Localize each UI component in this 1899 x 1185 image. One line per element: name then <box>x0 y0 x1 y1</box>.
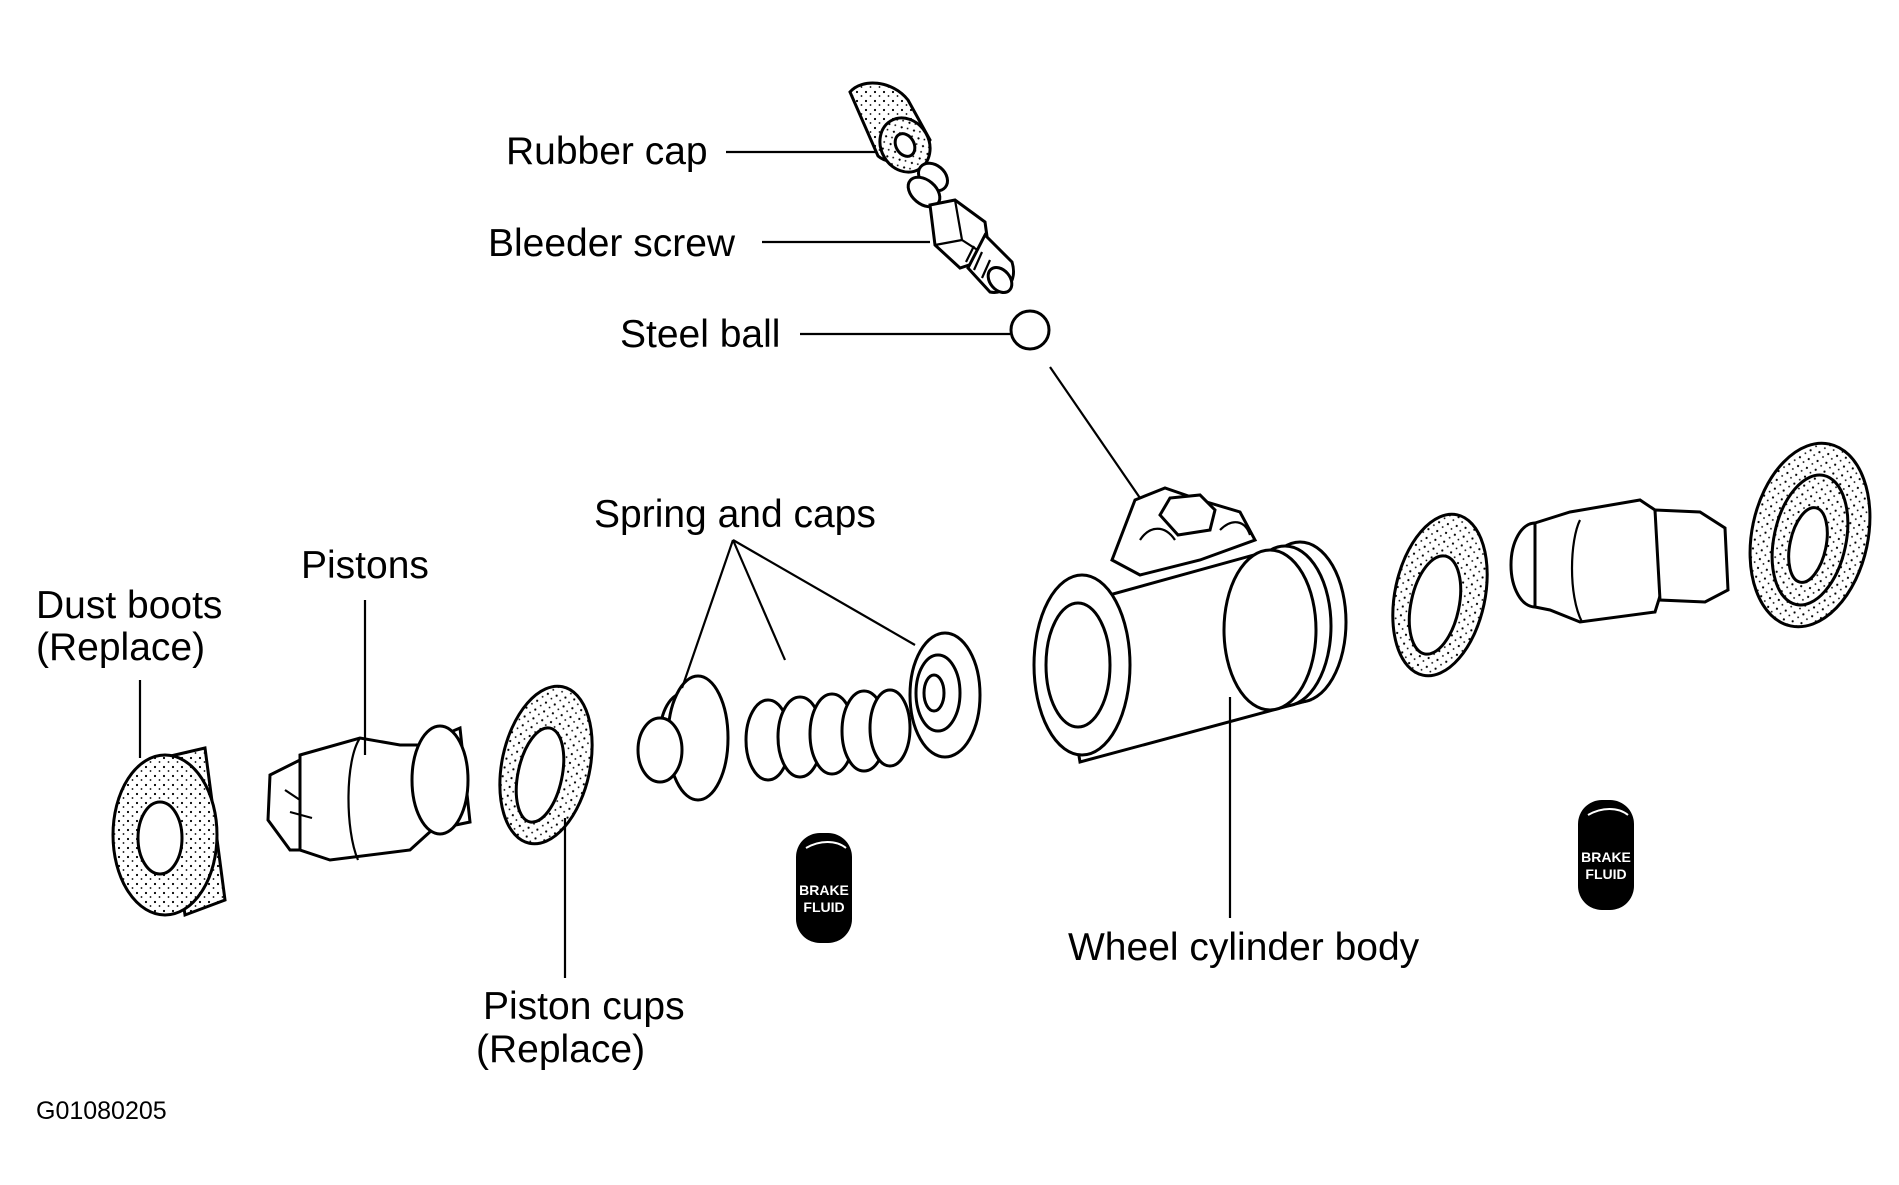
rubber-cap-label: Rubber cap <box>506 130 708 173</box>
spring-part <box>744 688 912 782</box>
bottle-text-line1: BRAKE <box>799 882 849 898</box>
wheel-cylinder-body-part <box>1032 486 1348 764</box>
rubber-cap-part <box>848 81 932 174</box>
figure-code: G01080205 <box>36 1097 167 1125</box>
bottle-text-line2: FLUID <box>1585 866 1626 882</box>
right-dust-boot-part <box>1748 441 1872 629</box>
piston-cups-label-line1: Piston cups <box>483 985 685 1028</box>
bleeder-screw-part <box>906 161 1015 295</box>
left-dust-boot-part <box>111 746 227 918</box>
pistons-label: Pistons <box>301 544 429 587</box>
piston-cups-label-line2: (Replace) <box>476 1028 645 1071</box>
spring-cap-right-part <box>908 631 982 759</box>
brake-fluid-bottle-right: BRAKE FLUID <box>1578 800 1634 910</box>
spring-caps-leader-2 <box>731 539 787 661</box>
bottle-text-line1: BRAKE <box>1581 849 1631 865</box>
spring-cap-left-part <box>636 674 730 802</box>
dust-boots-label-line1: Dust boots <box>36 584 222 627</box>
leader-lines <box>138 150 1232 978</box>
left-piston-cup-part <box>498 684 594 846</box>
brake-fluid-bottle-left: BRAKE FLUID <box>796 833 852 943</box>
left-piston-part <box>266 724 472 862</box>
right-piston-cup-part <box>1391 512 1489 678</box>
right-piston-part <box>1509 498 1730 624</box>
dust-boots-label-line2: (Replace) <box>36 626 205 669</box>
spring-caps-leader-3 <box>732 539 916 646</box>
spring-and-caps-label: Spring and caps <box>594 493 876 536</box>
bleeder-screw-label: Bleeder screw <box>488 222 736 265</box>
steel-ball-to-body-leader <box>1049 366 1141 499</box>
spring-caps-leader-1 <box>680 539 735 689</box>
steel-ball-part <box>1009 309 1051 351</box>
steel-ball-label: Steel ball <box>620 313 780 356</box>
bottle-text-line2: FLUID <box>803 899 844 915</box>
wheel-cylinder-body-label: Wheel cylinder body <box>1068 926 1420 969</box>
